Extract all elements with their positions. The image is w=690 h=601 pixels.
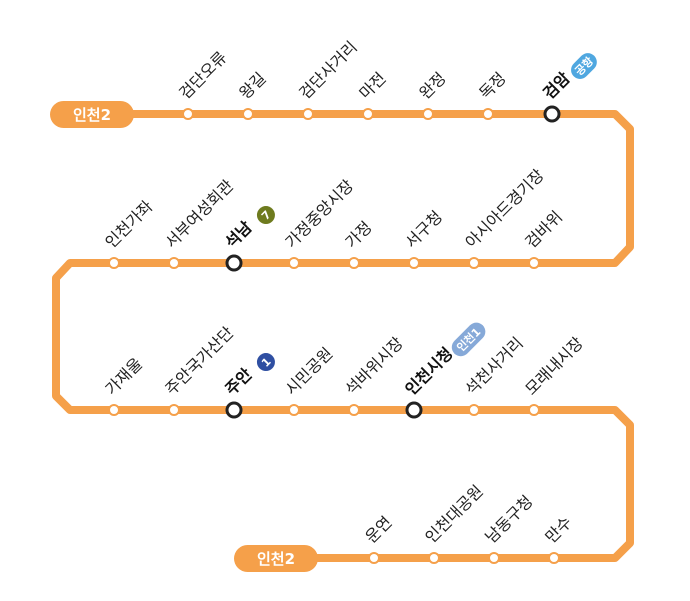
station-17[interactable]: 주안국가산단: [161, 323, 237, 416]
station-10[interactable]: 서구청: [401, 207, 446, 269]
end-terminal-label: 인천2: [257, 550, 295, 568]
station-marker[interactable]: [548, 552, 560, 564]
station-marker[interactable]: [168, 257, 180, 269]
station-marker[interactable]: [288, 404, 300, 416]
end-terminal-badge: 인천2: [234, 545, 318, 572]
station-marker[interactable]: [362, 108, 374, 120]
station-26[interactable]: 인천대공원: [421, 481, 487, 564]
route-line: [52, 110, 634, 562]
station-marker[interactable]: [368, 552, 380, 564]
transfer-badge-bg: [571, 53, 597, 79]
station-14[interactable]: 서부여성회관: [161, 176, 237, 269]
transfer-badge-bg: [256, 206, 275, 225]
station-label: 검바위: [521, 207, 566, 252]
station-label: 검단오류: [175, 48, 230, 103]
station-label: 검암: [539, 68, 573, 102]
station-label: 마전: [355, 69, 389, 103]
transfer-station-marker[interactable]: [225, 254, 243, 272]
station-label: 인천대공원: [421, 481, 486, 546]
station-label: 독정: [475, 69, 509, 103]
station-marker[interactable]: [422, 108, 434, 120]
station-1[interactable]: 검단오류: [175, 48, 230, 120]
station-marker[interactable]: [108, 404, 120, 416]
station-12[interactable]: 가정중앙시장: [281, 176, 357, 269]
station-marker[interactable]: [348, 404, 360, 416]
station-label: 주안: [221, 364, 255, 398]
transfer-badge: 인천1: [451, 322, 486, 357]
station-marker[interactable]: [302, 108, 314, 120]
transfer-badge: 7: [256, 206, 275, 225]
station-3[interactable]: 검단사거리: [295, 37, 361, 120]
station-23[interactable]: 모래내시장: [521, 333, 587, 416]
station-label: 남동구청: [481, 492, 536, 547]
transfer-badge-bg: [451, 322, 486, 357]
start-terminal-label: 인천2: [73, 106, 111, 124]
station-label: 완정: [415, 69, 449, 103]
station-label: 인천시청: [401, 344, 456, 399]
start-terminal-badge: 인천2: [50, 101, 134, 128]
station-25[interactable]: 남동구청: [481, 492, 536, 564]
station-label: 가재울: [101, 354, 146, 399]
station-marker[interactable]: [348, 257, 360, 269]
station-9[interactable]: 아시아드경기장: [461, 165, 548, 269]
station-label: 석남: [221, 217, 255, 251]
station-marker[interactable]: [468, 404, 480, 416]
transfer-station-marker[interactable]: [405, 401, 423, 419]
station-marker[interactable]: [168, 404, 180, 416]
station-marker[interactable]: [528, 257, 540, 269]
station-label: 서구청: [401, 207, 446, 252]
station-marker[interactable]: [288, 257, 300, 269]
station-19[interactable]: 시민공원: [281, 344, 336, 416]
station-label: 왕길: [235, 69, 269, 103]
station-marker[interactable]: [242, 108, 254, 120]
station-label: 모래내시장: [521, 333, 587, 399]
station-marker[interactable]: [182, 108, 194, 120]
station-16[interactable]: 가재울: [101, 354, 146, 416]
station-label: 인천가좌: [101, 197, 156, 252]
transfer-station-marker[interactable]: [225, 401, 243, 419]
station-label: 시민공원: [281, 344, 336, 399]
station-marker[interactable]: [428, 552, 440, 564]
station-marker[interactable]: [482, 108, 494, 120]
station-label: 만수: [541, 513, 575, 547]
station-label: 검단사거리: [295, 37, 360, 102]
station-label: 석바위시장: [341, 333, 407, 399]
transfer-station-marker[interactable]: [543, 105, 561, 123]
station-marker[interactable]: [468, 257, 480, 269]
station-marker[interactable]: [528, 404, 540, 416]
transfer-badge-bg: [256, 353, 275, 372]
transfer-badge: 1: [256, 353, 275, 372]
station-label: 운연: [361, 513, 395, 547]
station-marker[interactable]: [108, 257, 120, 269]
station-label: 가정: [341, 218, 375, 252]
station-marker[interactable]: [488, 552, 500, 564]
station-marker[interactable]: [408, 257, 420, 269]
station-15[interactable]: 인천가좌: [101, 197, 157, 269]
station-20[interactable]: 석바위시장: [341, 333, 407, 416]
station-8[interactable]: 검바위: [521, 207, 566, 269]
transfer-badge: 공항: [571, 53, 597, 79]
